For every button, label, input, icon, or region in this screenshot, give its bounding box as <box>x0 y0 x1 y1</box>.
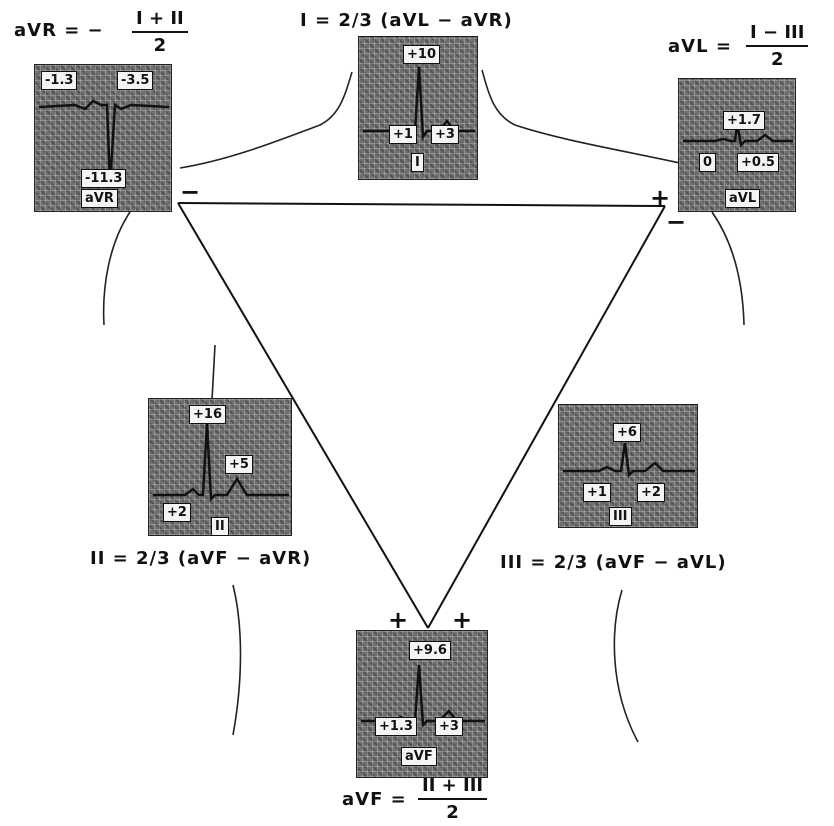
lead-ii-r-value: +16 <box>189 405 226 424</box>
avr-lead-label: aVR <box>81 189 118 208</box>
avl-negative-sign: − <box>666 210 686 234</box>
triangle-edge-top <box>178 203 665 206</box>
avl-formula-lhs: aVL = <box>668 36 732 57</box>
avl-formula-denominator: 2 <box>746 47 808 70</box>
avl-r-value: +1.7 <box>723 111 765 130</box>
avf-ecg-panel: +9.6 +1.3 +3 aVF <box>356 630 488 778</box>
avl-formula-numerator: I − III <box>746 22 808 47</box>
leg-right-line <box>614 590 638 742</box>
lead-i-formula: I = 2/3 (aVL − aVR) <box>300 10 513 31</box>
torso-left-mark <box>212 345 215 400</box>
lead-iii-r-value: +6 <box>613 423 641 442</box>
avr-r-value: -11.3 <box>81 169 126 188</box>
avf-formula-lhs: aVF = <box>342 789 407 810</box>
avr-negative-sign: − <box>180 180 200 204</box>
avf-r-value: +9.6 <box>409 641 451 660</box>
lead-i-lead-label: I <box>411 153 424 172</box>
lead-ii-ecg-panel: +16 +5 +2 II <box>148 398 292 536</box>
lead-ii-q-value: +2 <box>163 503 191 522</box>
avf-lead-label: aVF <box>401 747 437 766</box>
lead-i-q-value: +1 <box>389 125 417 144</box>
avf-t-value: +3 <box>435 717 463 736</box>
avf-formula-fraction: II + III 2 <box>418 775 487 823</box>
avr-ecg-panel: -1.3 -3.5 -11.3 aVR <box>34 64 172 212</box>
lead-iii-q-value: +1 <box>583 483 611 502</box>
avl-ecg-panel: +1.7 0 +0.5 aVL <box>678 78 796 212</box>
lead-iii-formula: III = 2/3 (aVF − aVL) <box>500 552 727 573</box>
lead-ii-formula: II = 2/3 (aVF − aVR) <box>90 548 311 569</box>
avl-positive-sign: + <box>650 186 670 210</box>
avr-formula-lhs: aVR = − <box>14 20 104 41</box>
lead-iii-ecg-panel: +6 +1 +2 III <box>558 404 698 528</box>
avl-lead-label: aVL <box>725 189 760 208</box>
lead-iii-lead-label: III <box>609 507 632 526</box>
lead-ii-t-value: +5 <box>225 455 253 474</box>
arm-right-line <box>712 212 744 325</box>
avl-q-value: 0 <box>699 153 716 172</box>
avl-formula-fraction: I − III 2 <box>746 22 808 70</box>
lead-iii-t-value: +2 <box>637 483 665 502</box>
avr-q-value: -1.3 <box>41 71 77 90</box>
avr-s-value: -3.5 <box>117 71 153 90</box>
avl-t-value: +0.5 <box>737 153 779 172</box>
arm-left-line <box>104 212 130 325</box>
lead-i-r-value: +10 <box>403 45 440 64</box>
lead-i-t-value: +3 <box>431 125 459 144</box>
lead-ii-lead-label: II <box>211 517 229 536</box>
neck-left-line <box>180 72 352 168</box>
neck-right-line <box>482 70 680 163</box>
leg-left-line <box>233 585 241 735</box>
avr-formula-numerator: I + II <box>132 8 188 33</box>
avr-formula-denominator: 2 <box>132 33 188 56</box>
lead-i-ecg-panel: +10 +1 +3 I <box>358 36 478 180</box>
avf-formula-denominator: 2 <box>418 800 487 823</box>
avf-left-positive-sign: + <box>388 608 408 632</box>
avf-q-value: +1.3 <box>375 717 417 736</box>
avf-right-positive-sign: + <box>452 608 472 632</box>
avr-formula-fraction: I + II 2 <box>132 8 188 56</box>
